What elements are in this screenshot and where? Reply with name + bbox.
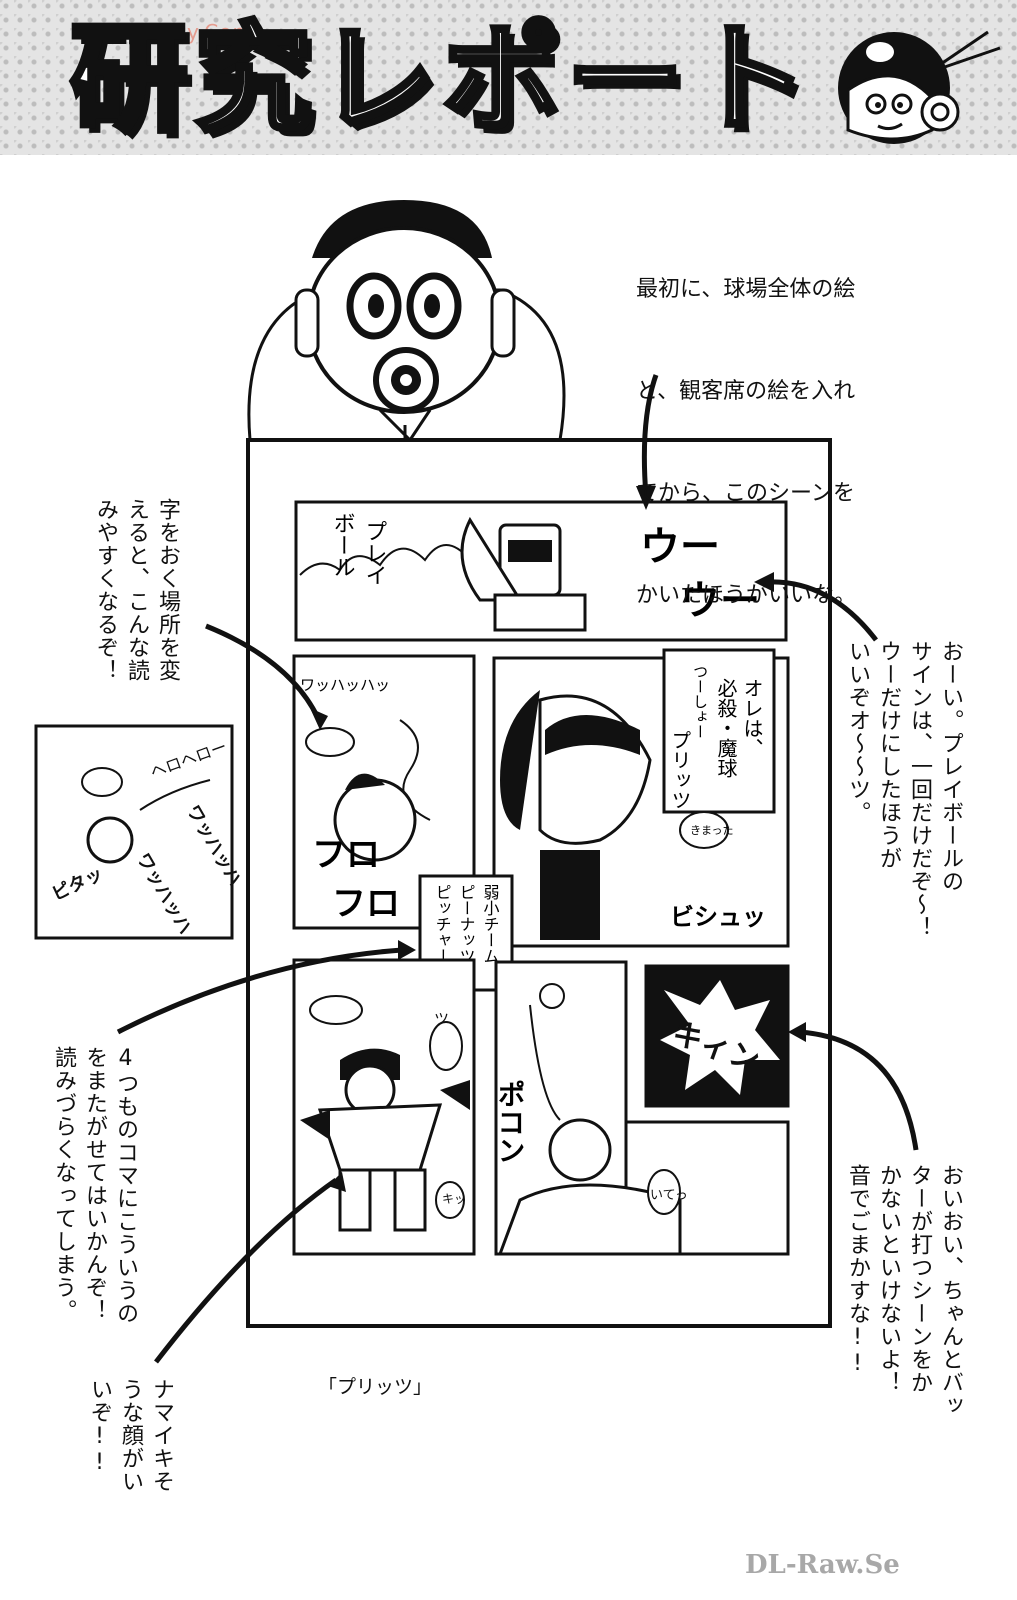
- note-left-lower-line: 読みづらくなってしまう。: [51, 1046, 76, 1322]
- panel-6: [644, 964, 790, 1108]
- panel-5: ポコン: [494, 960, 790, 1256]
- panel4-bubble-text: ツ: [434, 1010, 450, 1028]
- box-2: 必殺・魔球: [714, 678, 738, 778]
- sfx-uu-2: ウー: [680, 578, 760, 624]
- mascot-illustration: [838, 30, 1001, 144]
- note-right-middle-line: サインは、一回だけだぞ〜！: [907, 640, 932, 939]
- watermark-top: RawLazy.Com: [105, 20, 253, 44]
- mid-box-1: 弱小チーム: [481, 884, 500, 964]
- sfx-furo-1: フロ: [312, 835, 380, 875]
- note-left-upper-line: みやすくなるぞ！: [93, 498, 118, 682]
- note-bottom-left-line: ナマイキそ: [149, 1378, 174, 1493]
- note-bottom-right-line: おいおい、ちゃんとバッ: [938, 1164, 963, 1417]
- page-title: 研究レポート: [67, 10, 815, 148]
- sfx-uu-1: ウー: [640, 524, 720, 570]
- note-right-middle-line: ウーだけにしたほうが: [876, 640, 901, 870]
- note-left-lower-line: 4つものコマにこういうの: [113, 1046, 138, 1325]
- note-right-middle-line: いいぞオ〜〜ツ。: [845, 640, 870, 824]
- manga-lesson-illustration: プレイ ボール ウー ウー ワッハッハッ フロ フロ オレは、 必殺・魔球 つー…: [34, 200, 919, 1364]
- note-top-right-line: 最初に、球場全体の絵: [636, 277, 856, 302]
- note-top-right-line: かいたほうがいいな。: [636, 583, 857, 608]
- watermark-bottom: DL-Raw.Se: [745, 1550, 900, 1580]
- side-example-panel: [34, 724, 234, 940]
- note-right-middle: おーい。プレイボールの サインは、一回だけだぞ〜！ ウーだけにしたほうが いいぞ…: [842, 640, 966, 980]
- panel4-sfx-text: キッ: [442, 1192, 467, 1206]
- sfx-bishu: ビシュッ: [670, 903, 766, 931]
- note-top-right: 最初に、球場全体の絵 と、観客席の絵を入れ てから、このシーンを かいたほうがい…: [636, 205, 856, 647]
- note-bottom-left-line: いぞ!!: [87, 1378, 112, 1476]
- panel-3: オレは、 必殺・魔球 つーしょー プリッツ きまった ビシュッ: [492, 648, 790, 948]
- note-bottom-right-line: 音でごまかすな!!: [845, 1164, 870, 1377]
- arrows: [116, 374, 919, 1364]
- note-left-upper-line: 字をおく場所を変: [155, 498, 180, 682]
- note-top-right-line: と、観客席の絵を入れ: [636, 379, 856, 404]
- box-3: つーしょー: [691, 664, 709, 739]
- mid-box-2: ピーナッツの: [457, 884, 476, 980]
- box-1: オレは、: [740, 678, 764, 758]
- panel-1: プレイ ボール ウー ウー: [294, 500, 788, 642]
- caption: 「プリッツ」: [318, 1376, 433, 1398]
- sfx-laugh: ワッハッハッ: [300, 676, 390, 694]
- panel-4: [292, 958, 476, 1256]
- note-left-upper-line: えると、こんな読: [124, 498, 149, 682]
- note-bottom-right: おいおい、ちゃんとバッ ターが打つシーンをか かないといけないよ！ 音でごまかす…: [842, 1164, 966, 1434]
- bubble-kimatta: きまった: [690, 824, 734, 837]
- sfx-furo-2: フロ: [332, 884, 400, 924]
- box-4: プリッツ: [668, 730, 692, 810]
- sfx-play-2: ボール: [330, 512, 355, 578]
- sfx-pokon: ポコン: [494, 1080, 527, 1164]
- teacher-figure: [247, 200, 566, 443]
- note-bottom-right-line: ターが打つシーンをか: [907, 1164, 932, 1394]
- note-bottom-right-line: かないといけないよ！: [876, 1164, 901, 1394]
- note-bottom-left-line: うな顔がい: [118, 1378, 143, 1493]
- note-left-lower: 4つものコマにこういうの をまたがせてはいかんぞ！ 読みづらくなってしまう。: [48, 1046, 141, 1346]
- panel5-bubble-text: いてっ: [650, 1188, 688, 1203]
- note-left-upper: 字をおく場所を変 えると、こんな読 みやすくなるぞ！: [90, 498, 183, 718]
- arrow-heads: [310, 486, 806, 1192]
- note-left-lower-line: をまたがせてはいかんぞ！: [82, 1046, 107, 1322]
- note-right-middle-line: おーい。プレイボールの: [938, 640, 963, 893]
- note-bottom-left: ナマイキそ うな顔がい いぞ!!: [84, 1378, 177, 1518]
- sfx-play-1: プレイ: [362, 520, 387, 586]
- note-top-right-line: てから、このシーンを: [636, 481, 855, 506]
